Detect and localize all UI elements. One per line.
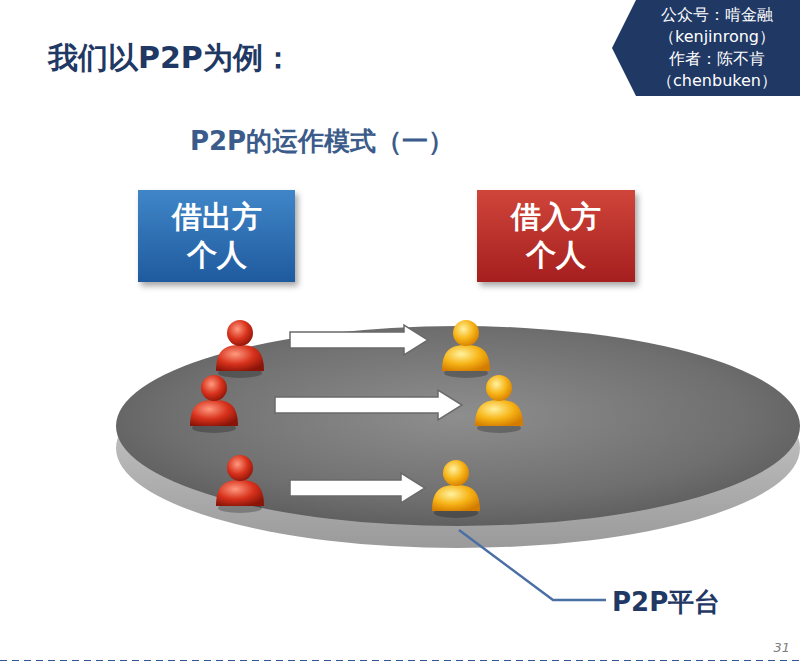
- platform-label: P2P平台: [612, 585, 720, 620]
- person-body: [190, 400, 238, 426]
- page-number: 31: [773, 640, 790, 655]
- person-icon: [190, 375, 238, 433]
- lender-box: 借出方 个人: [138, 190, 295, 282]
- badge-text: 作者：陈不肯 （chenbuken）: [642, 48, 792, 92]
- person-body: [216, 345, 264, 371]
- person-icon: [475, 375, 523, 433]
- flow-arrow: [275, 390, 462, 420]
- person-head: [201, 375, 227, 401]
- badge-text: 公众号：啃金融 （kenjinrong）: [642, 4, 792, 48]
- arrows: [275, 325, 462, 503]
- slide-title: 我们以P2P为例：: [48, 38, 293, 79]
- person-icon: [442, 320, 490, 378]
- person-icon: [432, 460, 480, 518]
- platform-disk: [116, 326, 800, 526]
- author-badge: 公众号：啃金融 （kenjinrong）作者：陈不肯 （chenbuken）: [612, 0, 800, 96]
- leader-line: [459, 530, 606, 600]
- person-body: [442, 345, 490, 371]
- people: [190, 320, 523, 518]
- person-head: [227, 455, 253, 481]
- person-icon: [216, 320, 264, 378]
- flow-arrow: [290, 473, 425, 503]
- person-icon: [216, 455, 264, 513]
- person-body: [432, 485, 480, 511]
- person-head: [227, 320, 253, 346]
- person-body: [475, 400, 523, 426]
- bottom-rule: [0, 658, 800, 661]
- flow-arrow: [290, 325, 428, 355]
- box-text: 借出方 个人: [167, 198, 267, 274]
- subtitle: P2P的运作模式（一）: [190, 124, 454, 159]
- person-head: [453, 320, 479, 346]
- box-text: 借入方 个人: [506, 198, 606, 274]
- borrower-box: 借入方 个人: [477, 190, 635, 282]
- person-head: [486, 375, 512, 401]
- person-body: [216, 480, 264, 506]
- badge-fill: [612, 0, 800, 96]
- person-head: [443, 460, 469, 486]
